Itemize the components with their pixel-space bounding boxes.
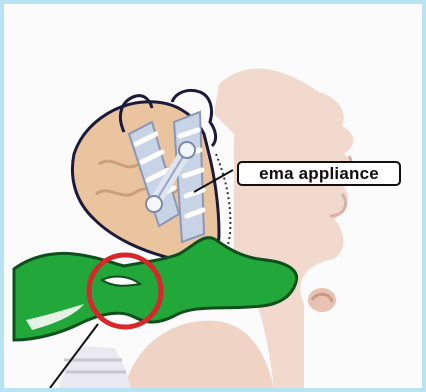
anatomy-illustration bbox=[4, 4, 422, 388]
ema-appliance-label: ema appliance bbox=[237, 161, 401, 186]
